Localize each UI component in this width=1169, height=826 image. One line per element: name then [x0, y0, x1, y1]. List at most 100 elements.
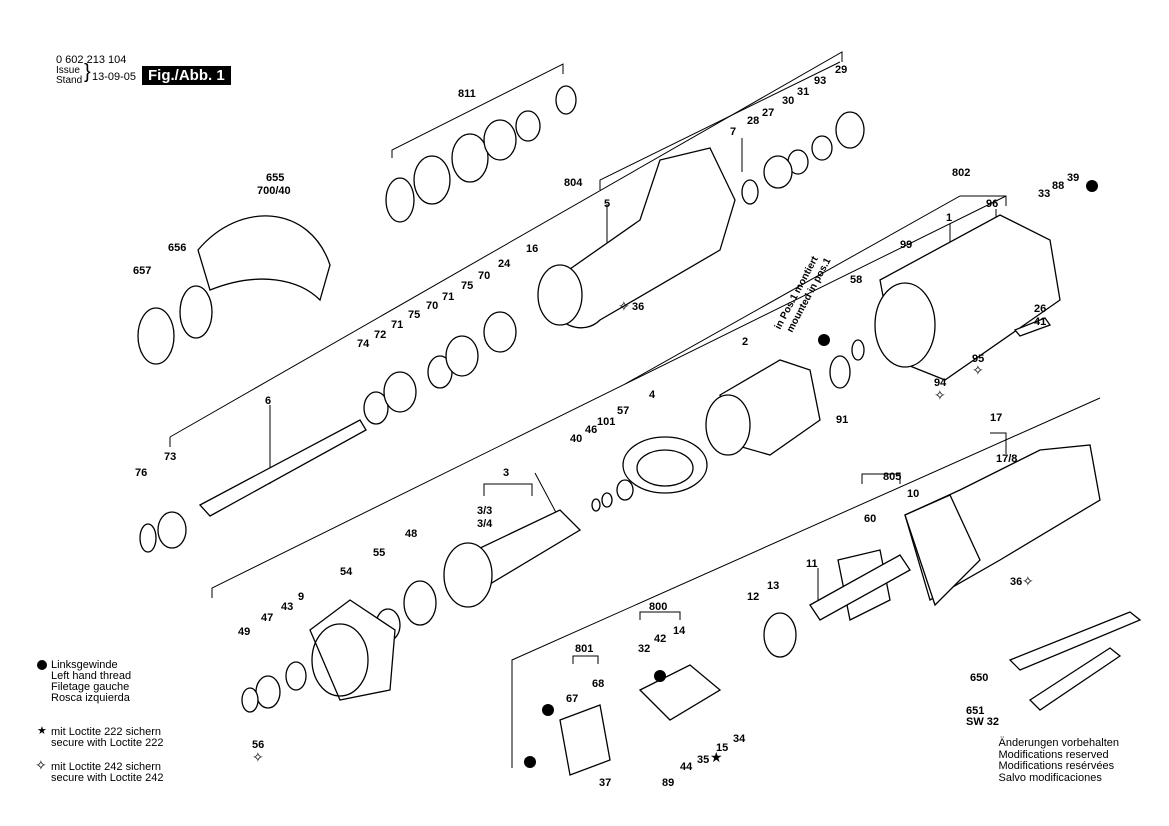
label-54: 54 — [340, 566, 353, 578]
label-28: 28 — [747, 115, 759, 127]
issue-label-de: Stand — [56, 75, 83, 86]
bracket-3 — [483, 483, 533, 496]
label-95: 95 — [972, 353, 984, 365]
band-frame-lower — [511, 397, 1101, 768]
loctite-242-icon-36b: ✧ — [1022, 573, 1034, 589]
cable-clamp-67 — [559, 704, 611, 776]
footer-fr: Modifications resérvées — [998, 760, 1115, 772]
label-71b: 71 — [391, 319, 403, 331]
label-13: 13 — [767, 580, 779, 592]
label-47: 47 — [261, 612, 273, 624]
label-24: 24 — [498, 258, 511, 270]
label-657: 657 — [133, 265, 151, 277]
ring-811e — [515, 110, 541, 142]
label-4: 4 — [649, 389, 656, 401]
label-800: 800 — [649, 601, 667, 613]
footer-es: Salvo modificaciones — [998, 771, 1102, 784]
pinion-29 — [835, 111, 865, 149]
legend-left-thread-fr: Filetage gauche — [51, 681, 130, 693]
legend-loctite-242: ✧ mit Loctite 242 sichern secure with Lo… — [35, 758, 164, 784]
label-36b: 36 — [1010, 576, 1022, 588]
washer-101 — [601, 492, 613, 508]
switch-14 — [638, 664, 722, 721]
label-94: 94 — [934, 377, 947, 389]
ring-811b — [413, 155, 451, 205]
label-58: 58 — [850, 274, 862, 286]
label-801: 801 — [575, 643, 593, 655]
loctite-242-icon-36a: ✧ — [618, 298, 630, 314]
label-3-3: 3/3 — [477, 505, 492, 517]
issue-label: Issue Stand — [56, 66, 82, 86]
label-43: 43 — [281, 601, 293, 613]
loctite-242-icon-56: ✧ — [252, 749, 264, 765]
label-39: 39 — [1067, 172, 1079, 184]
label-29: 29 — [835, 64, 847, 76]
bracket-17 — [990, 432, 1007, 454]
wrench-650 — [1008, 611, 1142, 671]
band-frame-middle — [211, 195, 1007, 598]
bearing-74 — [363, 391, 389, 425]
flange-656 — [179, 285, 213, 339]
label-2: 2 — [742, 336, 748, 348]
label-88: 88 — [1052, 180, 1064, 192]
ring-811d — [483, 119, 517, 161]
washer-93 — [811, 135, 833, 161]
label-33: 33 — [1038, 188, 1050, 200]
legend-loctite-222-de: mit Loctite 222 sichern — [51, 726, 162, 738]
label-27: 27 — [762, 107, 774, 119]
label-48: 48 — [405, 528, 417, 540]
label-46: 46 — [585, 424, 597, 436]
left-thread-icon-switch — [654, 670, 666, 682]
loctite-242-icon-94: ✧ — [934, 387, 946, 403]
bracket-804 — [599, 61, 841, 190]
label-3-4: 3/4 — [477, 518, 493, 530]
bracket-800 — [639, 611, 681, 620]
label-16: 16 — [526, 243, 538, 255]
label-67: 67 — [566, 693, 578, 705]
label-7: 7 — [730, 126, 736, 138]
label-75a: 75 — [461, 280, 473, 292]
label-5: 5 — [604, 198, 610, 210]
switch-part-13 — [763, 612, 797, 658]
bracket-plate-26 — [1013, 317, 1052, 337]
nut-47 — [255, 675, 281, 709]
label-101: 101 — [597, 416, 615, 428]
housing-5-collar — [537, 264, 583, 326]
label-57: 57 — [617, 405, 629, 417]
label-35: 35 — [697, 754, 709, 766]
bearing-48 — [403, 580, 437, 626]
left-thread-icon-motor — [818, 334, 830, 346]
group-symbols: ★ — [524, 180, 1098, 768]
label-41: 41 — [1034, 316, 1046, 328]
label-93: 93 — [814, 75, 826, 87]
footer-notice: Änderungen vorbehalten Modifications res… — [998, 737, 1119, 784]
group-frames — [169, 51, 1101, 768]
label-650: 650 — [970, 672, 988, 684]
figure-label: Fig./Abb. 1 — [142, 66, 231, 85]
bearing-71 — [445, 335, 479, 377]
label-805: 805 — [883, 471, 901, 483]
switch-rod-11 — [809, 554, 911, 621]
label-656: 656 — [168, 242, 186, 254]
bearing-30 — [763, 155, 793, 189]
ring-811a — [385, 177, 415, 223]
label-10: 10 — [907, 488, 919, 500]
label-9: 9 — [298, 591, 304, 603]
label-68: 68 — [592, 678, 604, 690]
legend-loctite-242-en: secure with Loctite 242 — [51, 772, 164, 784]
label-1: 1 — [946, 212, 952, 224]
label-17: 17 — [990, 412, 1002, 424]
label-89: 89 — [662, 777, 674, 789]
loctite-222-star-icon: ★ — [710, 749, 723, 765]
loctite-242-icon-95: ✧ — [972, 362, 984, 378]
legend-left-thread: Linksgewinde Left hand thread Filetage g… — [37, 660, 131, 704]
legend-loctite-222: ★ mit Loctite 222 sichern secure with Lo… — [37, 726, 164, 749]
label-811: 811 — [458, 88, 476, 100]
left-thread-icon-cable-lower — [524, 756, 536, 768]
label-40: 40 — [570, 433, 582, 445]
label-91: 91 — [836, 414, 848, 426]
bracket-805 — [861, 473, 901, 484]
washer-43 — [285, 661, 307, 691]
motor-housing-opening — [874, 282, 936, 368]
